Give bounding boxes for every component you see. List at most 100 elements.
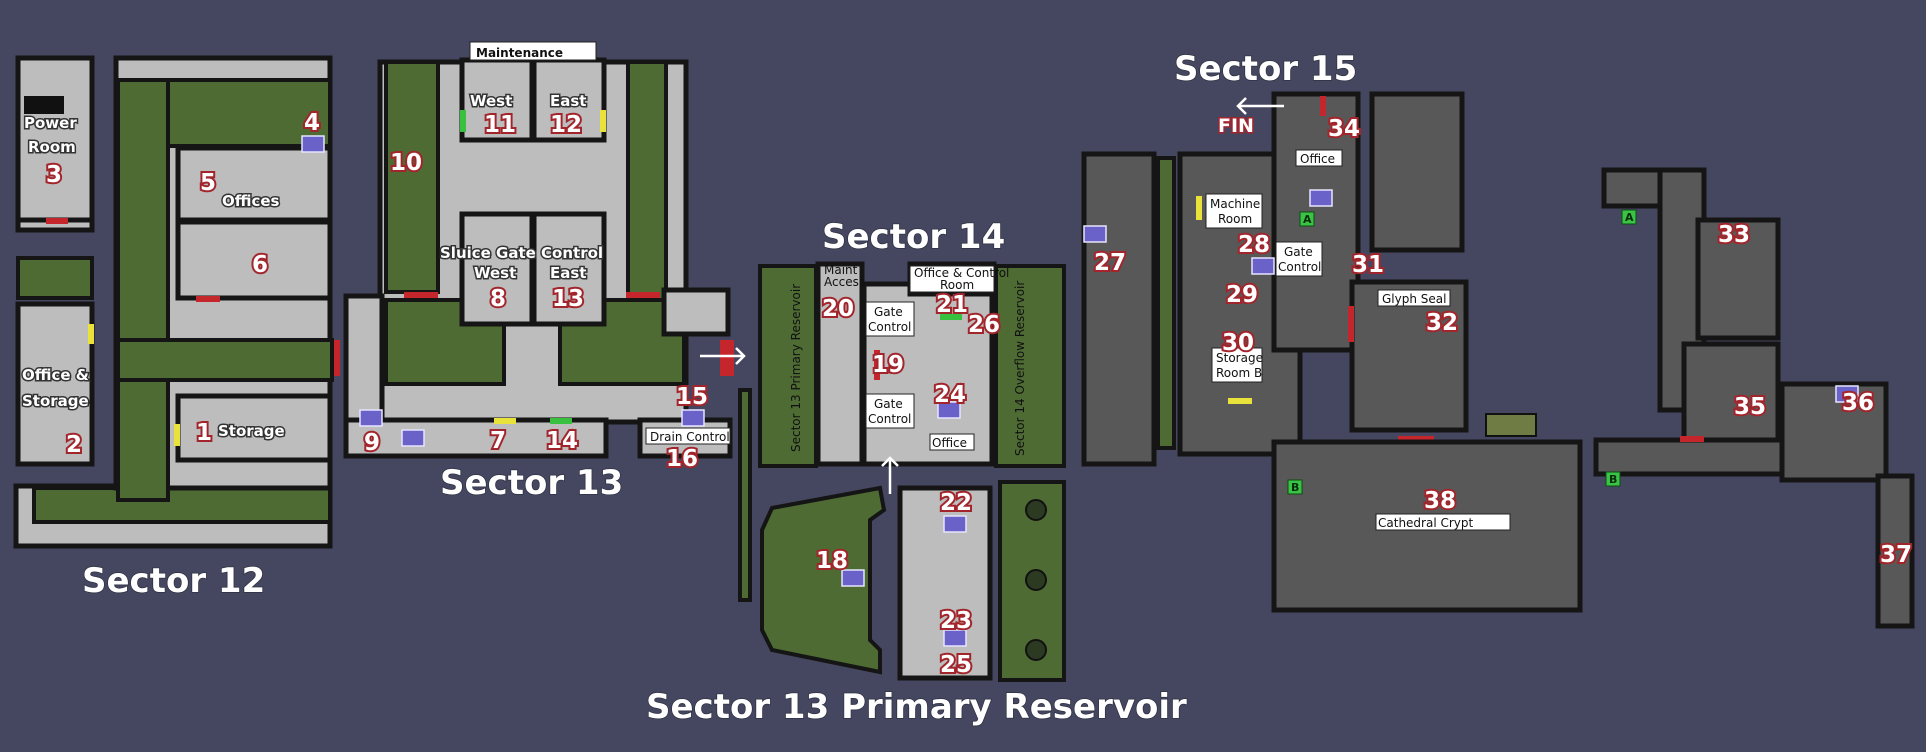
room-number-35: 35 — [1734, 394, 1766, 420]
west-water-13 — [384, 60, 440, 294]
room-number-29: 29 — [1226, 282, 1258, 308]
arrows — [700, 97, 1284, 494]
room-number-9: 9 — [364, 430, 380, 456]
save-point-icon — [359, 409, 383, 427]
room-number-20: 20 — [822, 296, 854, 322]
room-number-24: 24 — [934, 382, 966, 408]
save-point-icon — [1251, 257, 1275, 275]
sluice-east-room — [531, 211, 607, 327]
room-number-6: 6 — [252, 252, 268, 278]
room-number-33: 33 — [1718, 222, 1750, 248]
office-area-15 — [1271, 91, 1361, 353]
sector-14-title: Sector 14 — [822, 217, 1005, 257]
maint-west-label: West — [470, 92, 512, 110]
corridor-13-east — [661, 287, 731, 337]
sector-15-area — [1081, 91, 1583, 613]
save-point-icon — [943, 629, 967, 647]
storage-label: Storage — [218, 422, 285, 440]
save-point-icon — [1309, 189, 1333, 207]
room-number-13: 13 — [552, 286, 584, 312]
maint-east-room — [531, 57, 607, 143]
save-point-icon — [841, 569, 865, 587]
glyph-seal-label: Glyph Seal — [1382, 292, 1446, 306]
storage-room-b-label-1: Storage — [1216, 351, 1263, 365]
gate-control-15-label-2: Control — [1278, 260, 1321, 274]
gate-control-14b-label-1: Gate — [874, 397, 903, 411]
save-point-icon — [1835, 385, 1859, 403]
room-35-area — [1681, 341, 1781, 447]
offices-label: Offices — [222, 192, 280, 210]
marker-b-label: B — [1291, 481, 1299, 494]
room-number-10: 10 — [390, 150, 422, 176]
maint-west-room — [459, 57, 535, 143]
letter-markers: A A B B — [1287, 209, 1637, 495]
room-number-14: 14 — [546, 428, 578, 454]
south-rooms-13 — [343, 417, 609, 459]
mid-water-12 — [116, 338, 334, 382]
room-37-corridor — [1875, 473, 1915, 629]
room-number-11: 11 — [484, 112, 516, 138]
room-number-38: 38 — [1424, 488, 1456, 514]
sector-12-title: Sector 12 — [82, 561, 265, 601]
room-36-area — [1779, 381, 1889, 483]
south-water-12 — [32, 486, 332, 524]
marker-a-label: A — [1625, 211, 1634, 224]
save-point-icon — [1083, 225, 1107, 243]
corridor-13-west — [343, 293, 385, 429]
maintenance-label: Maintenance — [476, 46, 563, 60]
maint-access-label-2: Access — [824, 275, 865, 289]
room-number-7: 7 — [490, 428, 506, 454]
room-number-4: 4 — [304, 110, 320, 136]
room-number-1: 1 — [196, 420, 212, 446]
fin-label: FIN — [1218, 115, 1254, 137]
room-number-18: 18 — [816, 548, 848, 574]
reservoir-west-pool — [760, 485, 887, 675]
machine-room-label-2: Room — [1218, 212, 1252, 226]
save-point-icon — [681, 409, 705, 427]
marker-a-label: A — [1303, 213, 1312, 226]
channel-15 — [1156, 156, 1176, 450]
office-control-label-1: Office & Control — [914, 266, 1009, 280]
room-number-22: 22 — [940, 490, 972, 516]
arrow-icon — [881, 456, 899, 494]
machine-room-label-1: Machine — [1210, 197, 1260, 211]
room-number-12: 12 — [550, 112, 582, 138]
office-control-label-2: Room — [940, 278, 974, 292]
sluice-west-label: West — [474, 264, 516, 282]
office-15-label: Office — [1300, 152, 1335, 166]
room-number-3: 3 — [46, 162, 62, 188]
room-6 — [175, 219, 333, 301]
room-34-area — [1369, 91, 1465, 253]
power-room-dark-block — [24, 96, 64, 114]
sector-12-area — [13, 55, 340, 549]
room-number-16: 16 — [666, 446, 698, 472]
cathedral-crypt-label: Cathedral Crypt — [1378, 516, 1474, 530]
drain-control-label: Drain Control — [650, 430, 730, 444]
room-number-2: 2 — [66, 432, 82, 458]
primary-reservoir-strip — [758, 264, 818, 468]
office-storage-room — [15, 301, 95, 467]
maint-access-label-1: Maint — [824, 263, 858, 277]
room-number-36: 36 — [1842, 390, 1874, 416]
storage-room-b-label-2: Room B — [1216, 366, 1262, 380]
sector-13-title: Sector 13 — [440, 463, 623, 503]
room-number-34: 34 — [1328, 116, 1360, 142]
overflow-reservoir-vertical-label: Sector 14 Overflow Reservoir — [1013, 281, 1027, 456]
marker-b-label: B — [1609, 473, 1617, 486]
sluice-label: Sluice Gate Control — [440, 244, 603, 262]
overflow-reservoir-strip — [994, 264, 1066, 468]
storage-room — [175, 393, 333, 463]
room-number-32: 32 — [1426, 310, 1458, 336]
office-storage-label-2: Storage — [22, 392, 89, 410]
arrow-icon — [1236, 97, 1284, 115]
save-point-icon — [937, 401, 961, 419]
east-area — [1593, 167, 1915, 629]
room-number-28: 28 — [1238, 232, 1270, 258]
west-water-12 — [116, 78, 170, 502]
gate-control-14a-label-2: Control — [868, 320, 911, 334]
save-point-icon — [401, 429, 425, 447]
primary-reservoir-vertical-label: Sector 13 Primary Reservoir — [789, 284, 803, 452]
gate-control-14a-label-1: Gate — [874, 305, 903, 319]
power-room-label-1: Power — [24, 114, 77, 132]
